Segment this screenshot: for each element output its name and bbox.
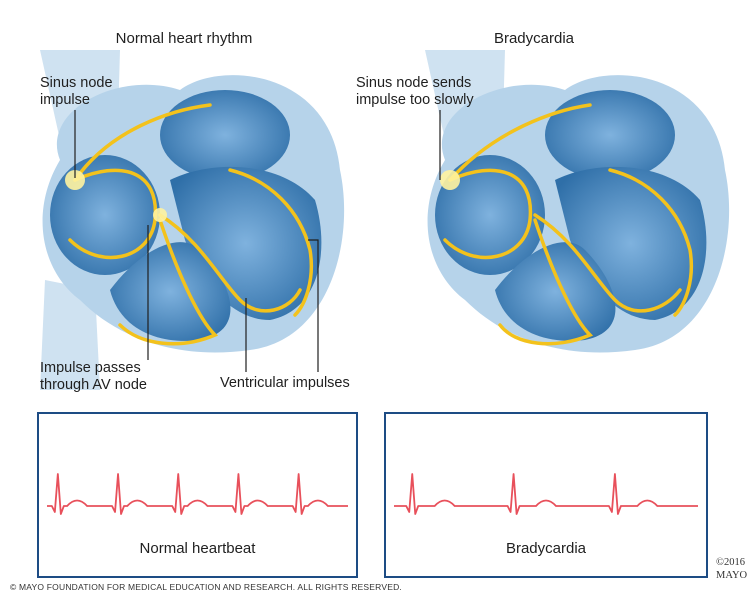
ecg-caption-bradycardia: Bradycardia <box>505 540 587 557</box>
right-panel-title: Bradycardia <box>493 30 575 47</box>
left-panel-title: Normal heart rhythm <box>115 30 253 47</box>
inferior-vessel <box>40 280 100 390</box>
ecg-waveform <box>394 473 698 515</box>
ecg-caption-normal: Normal heartbeat <box>139 540 256 557</box>
impulse-glow <box>440 170 460 190</box>
left-atrium <box>545 90 675 180</box>
impulse-pathway <box>443 103 694 346</box>
bradycardia-heart-illustration <box>425 50 730 353</box>
ecg-trace-normal <box>47 473 348 515</box>
label-sinus-node-slow: Sinus node sends impulse too slowly <box>356 75 474 108</box>
normal-heart-illustration <box>40 50 345 390</box>
label-av-node: Impulse passes through AV node <box>40 360 147 393</box>
impulse-glow <box>65 170 167 222</box>
ecg-panel-bradycardia: Bradycardia <box>384 412 708 578</box>
copyright-footer: © MAYO FOUNDATION FOR MEDICAL EDUCATION … <box>10 582 402 592</box>
right-ventricle <box>495 242 616 341</box>
left-atrium <box>160 90 290 180</box>
ecg-waveform <box>47 473 348 515</box>
label-sinus-node: Sinus node impulse <box>40 75 113 108</box>
label-ventricular-impulses: Ventricular impulses <box>220 375 350 391</box>
ecg-trace-bradycardia <box>394 473 698 515</box>
ecg-panel-normal: Normal heartbeat <box>37 412 358 578</box>
mayo-copyright-mark: ©2016 MAYO <box>716 557 748 581</box>
